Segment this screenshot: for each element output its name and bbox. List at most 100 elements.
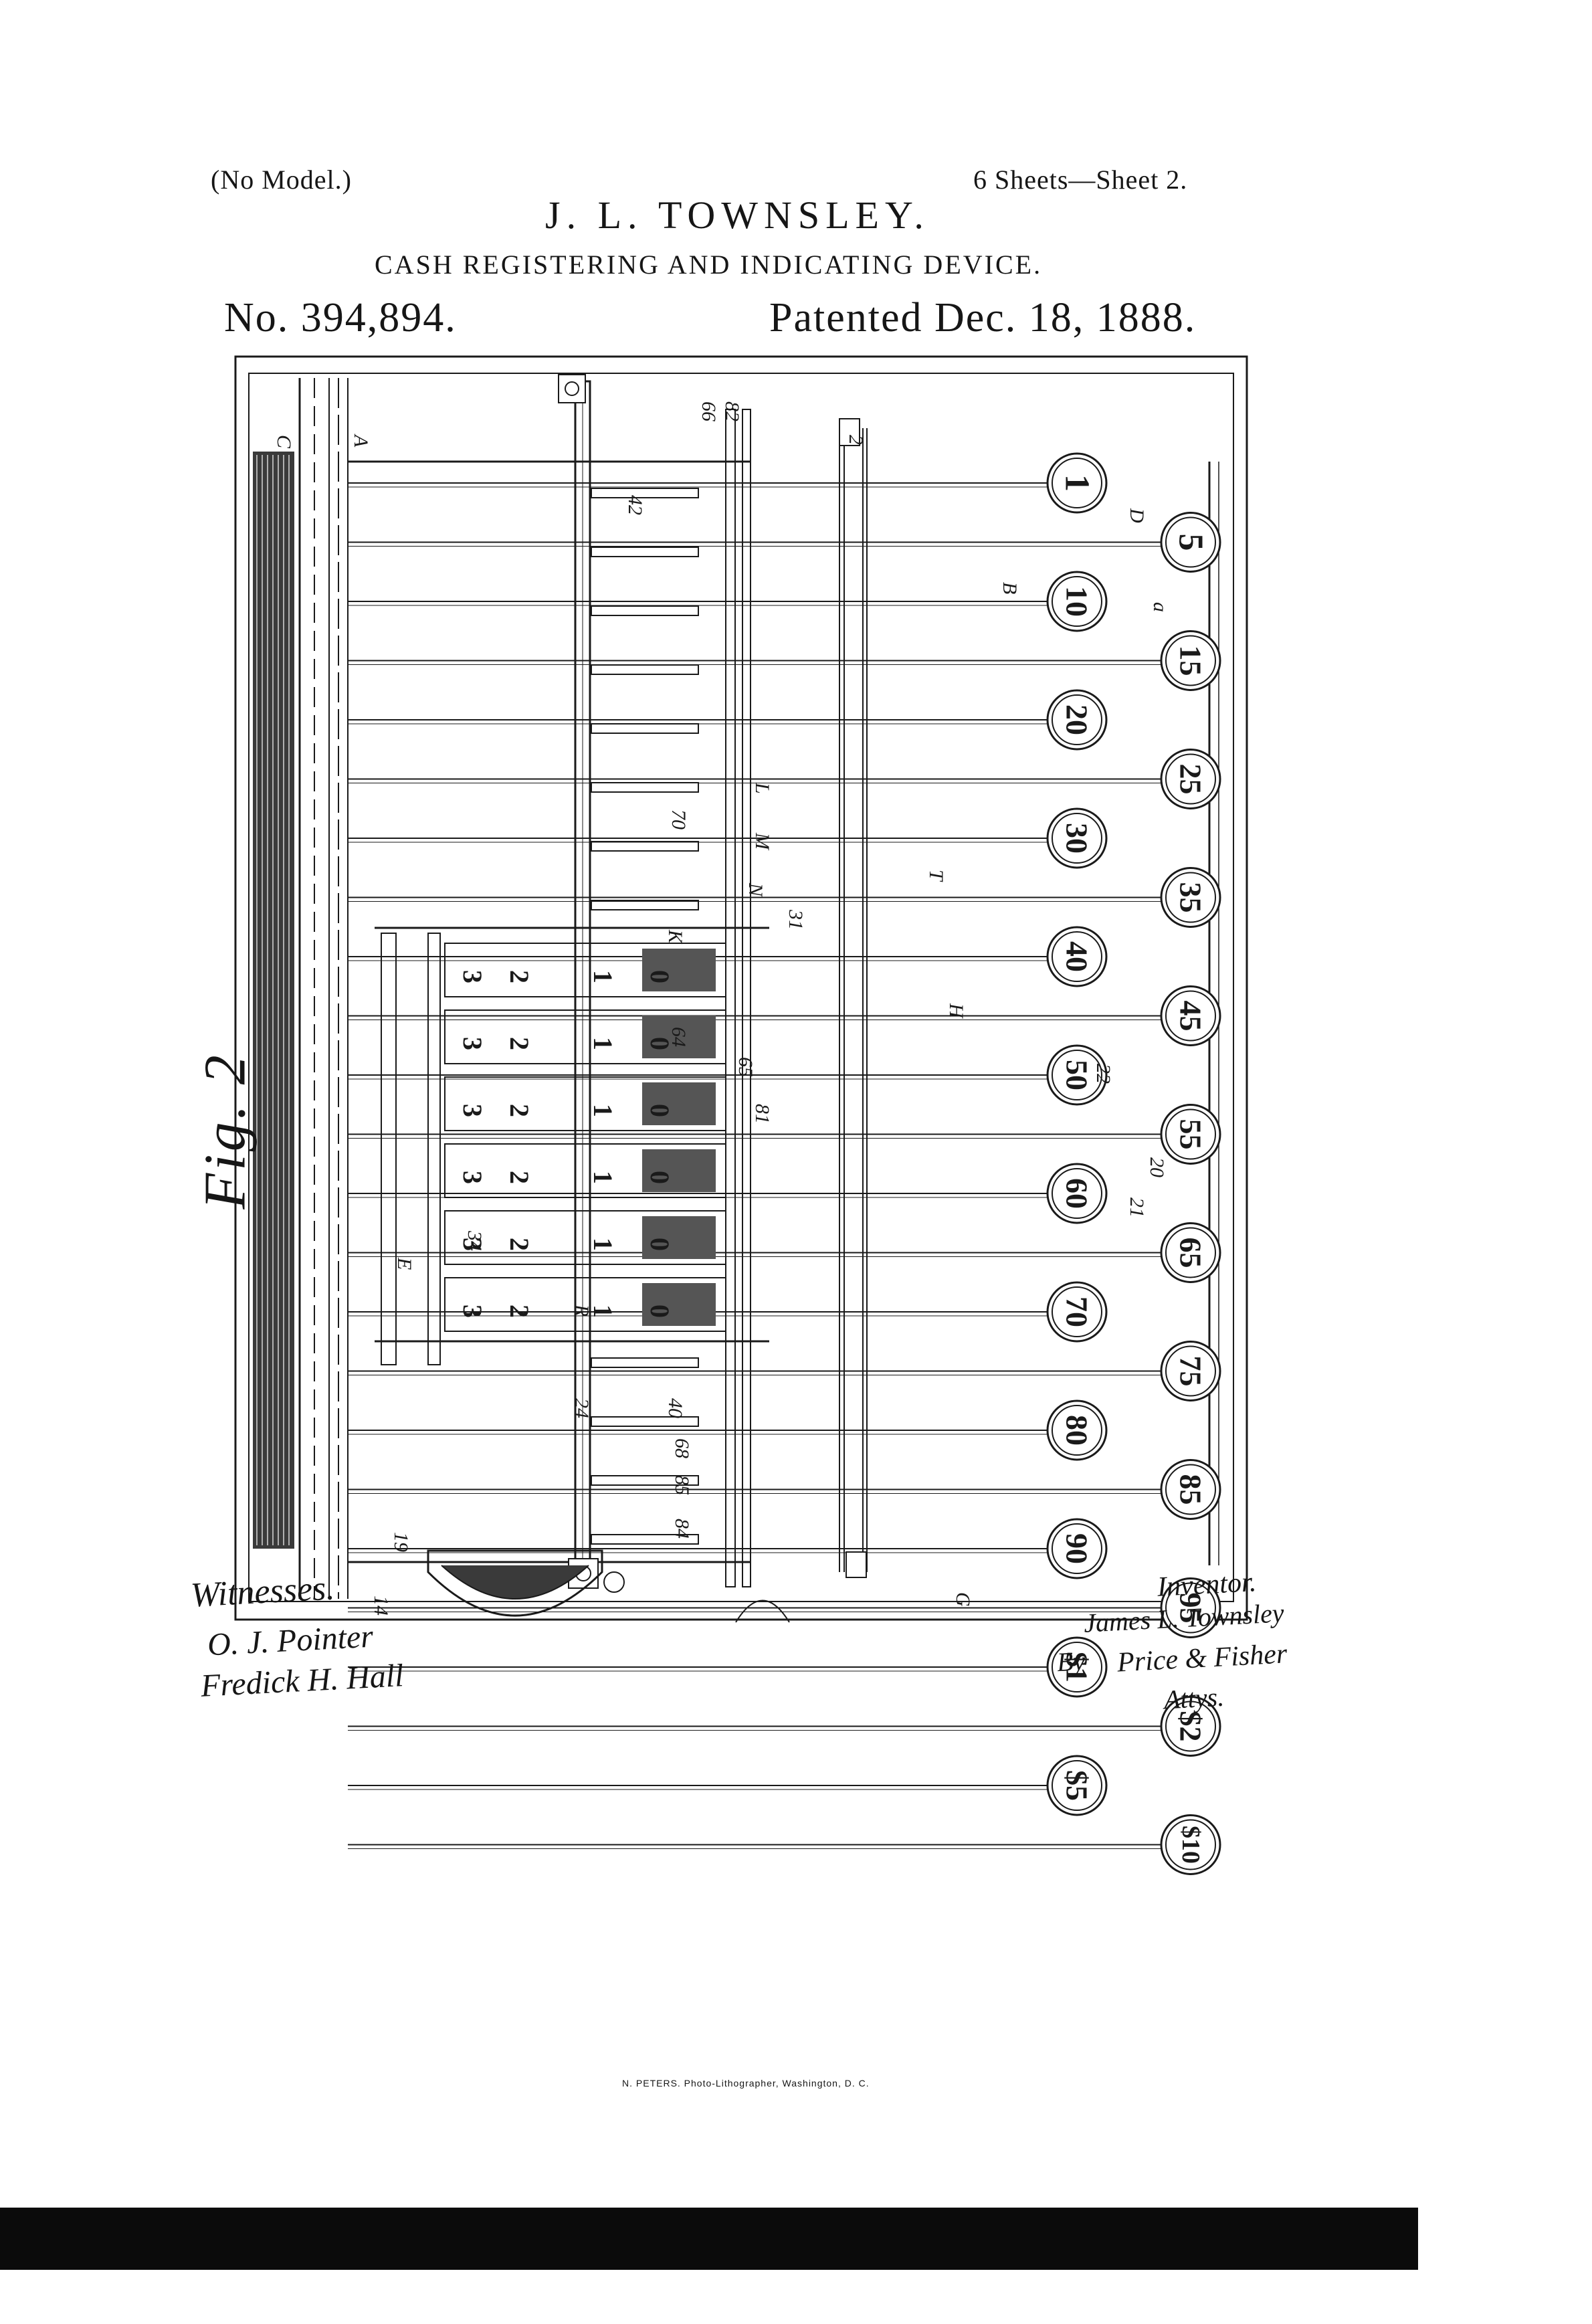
inventor-label: Inventor. <box>1156 1567 1258 1603</box>
reference-label: 21 <box>1126 1197 1148 1218</box>
reference-label: 22 <box>1092 1064 1114 1084</box>
key-button-ring <box>1052 1523 1102 1574</box>
tablet-digit: 2 <box>504 1037 534 1050</box>
reference-label: E <box>393 1257 415 1270</box>
key-button <box>1046 571 1108 632</box>
key-button <box>1046 1518 1108 1579</box>
indicator-tablet <box>444 1210 726 1265</box>
key-button <box>1160 1696 1221 1757</box>
key-button-ring <box>1052 931 1102 982</box>
reference-label: 66 <box>698 401 720 421</box>
reference-label: 68 <box>671 1438 693 1458</box>
reference-label: C <box>273 435 295 449</box>
key-button-ring <box>1052 694 1102 745</box>
key-button <box>1160 1577 1221 1638</box>
key-button-ring <box>1165 1345 1216 1397</box>
key-button-ring <box>1165 1227 1216 1278</box>
reference-label: A <box>350 433 372 448</box>
cabinet-outline <box>248 373 1234 1602</box>
reference-label: G <box>952 1592 974 1607</box>
key-button <box>1046 1044 1108 1106</box>
indicator-tablet <box>444 1277 726 1332</box>
key-button <box>1046 689 1108 751</box>
tablet-digit: 3 <box>458 1238 488 1251</box>
key-button-ring <box>1165 872 1216 923</box>
model-note: (No Model.) <box>211 165 352 195</box>
key-label: 10 <box>1060 586 1094 617</box>
key-button <box>1046 807 1108 869</box>
key-label: 70 <box>1060 1296 1094 1327</box>
reference-label: 2 <box>845 435 867 445</box>
key-button-ring <box>1165 1701 1216 1752</box>
key-label: 60 <box>1060 1178 1094 1209</box>
reference-label: 34 <box>464 1230 486 1251</box>
reference-label: 84 <box>671 1519 693 1539</box>
key-button <box>1046 1163 1108 1224</box>
reference-label: T <box>925 870 947 882</box>
reference-label: H <box>945 1003 967 1020</box>
printer-credit: N. PETERS. Photo-Lithographer, Washingto… <box>622 2078 870 2089</box>
tablet-digit: 3 <box>458 970 488 983</box>
patent-date: Patented Dec. 18, 1888. <box>769 295 1197 341</box>
ratchet-wheel <box>591 1534 699 1545</box>
reference-label: 40 <box>664 1398 686 1418</box>
key-button-ring <box>1052 458 1102 508</box>
indicator-tablet <box>444 943 726 997</box>
tablet-shading <box>642 1015 716 1058</box>
key-label: 65 <box>1174 1238 1208 1268</box>
key-label: 25 <box>1174 764 1208 795</box>
tablet-digit: 1 <box>588 1238 618 1251</box>
ratchet-wheel <box>591 900 699 910</box>
bell <box>427 1549 790 1623</box>
key-button <box>1160 867 1221 928</box>
key-button <box>1160 749 1221 809</box>
reference-label: a <box>1149 602 1171 612</box>
key-label: 30 <box>1060 823 1094 854</box>
ratchet-wheel <box>591 1416 699 1427</box>
key-button <box>1046 1636 1108 1698</box>
tablet-shading <box>642 1283 716 1326</box>
key-button <box>1160 630 1221 691</box>
tablet-digit: 0 <box>645 1037 675 1050</box>
ratchet-wheel <box>591 605 699 616</box>
key-label: $1 <box>1060 1652 1094 1682</box>
key-label: $5 <box>1060 1770 1094 1801</box>
key-label: 35 <box>1174 882 1208 913</box>
key-label: 95 <box>1174 1593 1208 1624</box>
sheet-count: 6 Sheets—Sheet 2. <box>973 165 1188 195</box>
key-button-ring <box>1165 516 1216 568</box>
reference-label: 24 <box>571 1398 593 1418</box>
ratchet-wheel <box>591 547 699 557</box>
tablet-digit: 2 <box>504 970 534 983</box>
indicator-tablet <box>444 1143 726 1198</box>
tablet-shading <box>642 949 716 991</box>
tablet-digit: 2 <box>504 1104 534 1117</box>
key-button <box>1160 1459 1221 1520</box>
drawing-frame <box>234 355 1248 1621</box>
key-button-ring <box>1165 1819 1216 1870</box>
reference-label: 42 <box>624 495 646 515</box>
tablet-digit: 3 <box>458 1304 488 1318</box>
reference-label: 65 <box>734 1057 757 1077</box>
tablet-digit: 1 <box>588 1304 618 1318</box>
tablet-digit: 1 <box>588 1037 618 1050</box>
hatched-frame <box>253 378 349 1599</box>
reference-label: 31 <box>785 909 807 930</box>
key-button-ring <box>1052 1050 1102 1100</box>
tablet-digit: 3 <box>458 1171 488 1184</box>
key-button-ring <box>1052 1405 1102 1456</box>
key-button-ring <box>1052 576 1102 627</box>
tablet-digit: 1 <box>588 1104 618 1117</box>
key-button <box>1046 1399 1108 1461</box>
key-button <box>1160 1814 1221 1875</box>
reference-label: 19 <box>390 1532 412 1552</box>
attorneys-label: Attys. <box>1163 1681 1225 1715</box>
figure-label: Fig. 2 <box>193 1052 258 1209</box>
patent-title: CASH REGISTERING AND INDICATING DEVICE. <box>375 250 1043 280</box>
key-button <box>1046 1755 1108 1816</box>
